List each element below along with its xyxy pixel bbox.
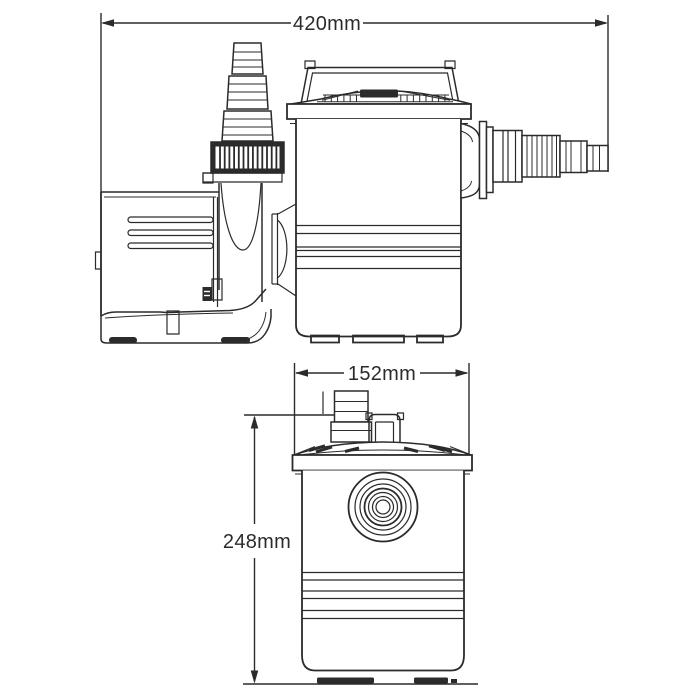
suction-inlet [349, 473, 418, 542]
dimension-body-height: 248mm [223, 415, 478, 684]
dimension-label-body-height: 248mm [223, 531, 291, 553]
dimension-label-body-width: 152mm [348, 363, 416, 385]
vented-lid [291, 89, 471, 105]
carry-handle [301, 61, 459, 104]
front-view: 152mm 248mm [223, 363, 478, 684]
dimension-label-overall-length: 420mm [293, 13, 361, 35]
outlet-hose-adapter [461, 122, 608, 199]
foot [311, 336, 339, 343]
arrowhead-right [595, 19, 608, 27]
pump-body-front [302, 470, 464, 684]
pump-volute [219, 183, 296, 302]
foot [109, 337, 137, 344]
foot [317, 677, 374, 684]
arrowhead-left [295, 369, 308, 377]
base-plate [101, 289, 271, 344]
front-hose-adapter [323, 391, 372, 442]
vent-slots [128, 217, 213, 249]
foot [353, 336, 404, 343]
arrowhead-up [250, 415, 259, 429]
side-clip [96, 252, 102, 269]
base-tab [167, 311, 179, 334]
front-lid [294, 442, 471, 455]
motor-housing [96, 192, 223, 316]
arrowhead-left [101, 19, 114, 27]
arrowhead-right [455, 369, 469, 377]
body-ridges [303, 573, 464, 619]
ring-nut [203, 142, 284, 183]
body-ridges [297, 226, 461, 269]
foot [417, 336, 443, 343]
foot-pad [451, 679, 457, 683]
mount-bracket [212, 279, 222, 300]
arrowhead-down [250, 670, 259, 684]
lid-vent-dashes [309, 446, 452, 452]
dimension-overall-length: 420mm [101, 13, 608, 192]
front-handle [366, 413, 404, 452]
knurling [220, 146, 276, 169]
pump-body-side [296, 119, 461, 343]
lid-center-vent [360, 89, 398, 98]
side-view: 420mm [96, 13, 609, 344]
inlet-hose-adapter [222, 43, 273, 141]
foot [221, 337, 250, 344]
foot [414, 677, 448, 684]
cord-clip [202, 287, 212, 301]
dimension-body-width: 152mm [295, 363, 470, 454]
